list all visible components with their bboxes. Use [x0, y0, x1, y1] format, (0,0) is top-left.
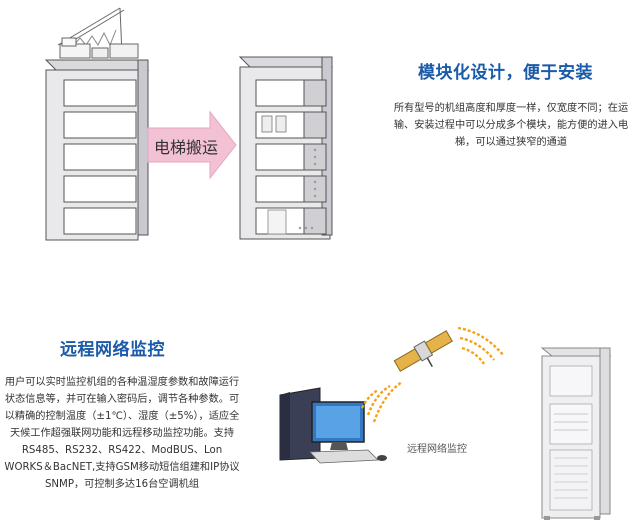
- modular-design-title: 模块化设计，便于安装: [418, 63, 593, 83]
- modular-design-description: 所有型号的机组高度和厚度一样，仅宽度不同；在运输、安装过程中可以分成多个模块，能…: [393, 103, 629, 148]
- computer-icon: [279, 387, 387, 464]
- satellite-icon: [393, 330, 453, 372]
- module-slot: [63, 79, 137, 107]
- remote-monitoring-caption: 远程网络监控: [407, 444, 467, 455]
- remote-monitoring-description: 用户可以实时监控机组的各种温湿度参数和故障运行状态信息等，并可在输入密码后，调节…: [4, 377, 240, 490]
- cabinet-top: [44, 59, 150, 71]
- cabinet-modular: [238, 56, 334, 240]
- module-slot: [63, 175, 137, 203]
- modular-illustration: 电梯搬运: [44, 7, 334, 241]
- precision-ac-unit: [540, 347, 612, 520]
- arrow-label: 电梯搬运: [154, 138, 218, 157]
- module-slot: [63, 207, 137, 235]
- signal-wave-icon: [457, 326, 505, 365]
- remote-monitoring-title: 远程网络监控: [60, 340, 165, 360]
- module-slot: [63, 111, 137, 139]
- remote-illustration: [279, 326, 612, 520]
- transport-arrow: 电梯搬运: [147, 110, 237, 180]
- module-slot: [63, 143, 137, 171]
- cabinet-with-crane: [44, 7, 150, 241]
- crane-icon: [57, 7, 139, 59]
- signal-wave-icon: [360, 381, 403, 423]
